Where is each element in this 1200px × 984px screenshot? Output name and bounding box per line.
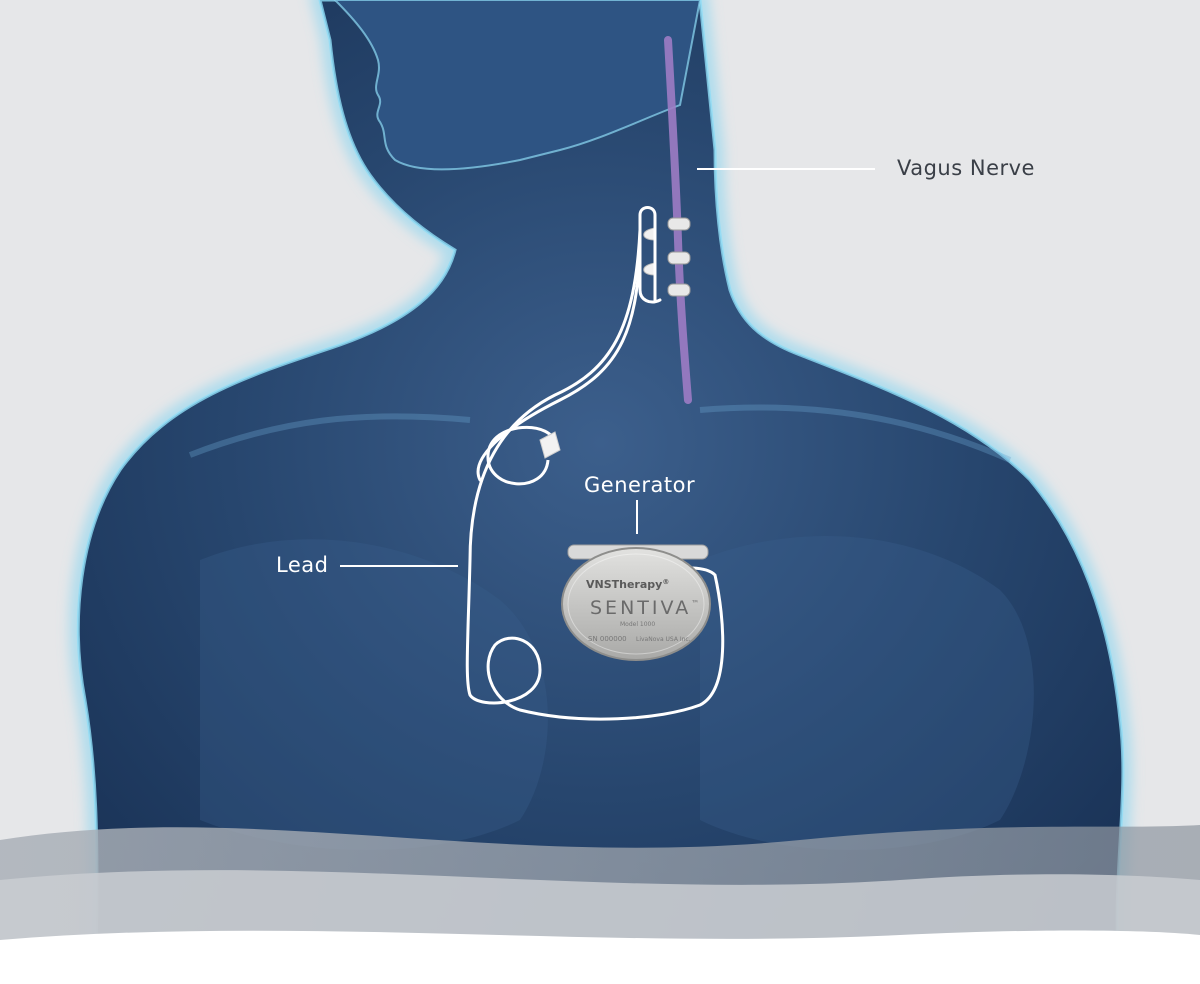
generator-label: Generator — [584, 473, 695, 497]
vagus-nerve-label: Vagus Nerve — [897, 156, 1035, 180]
generator-serial: SN 000000 — [588, 635, 627, 643]
generator-model-number: Model 1000 — [620, 621, 655, 628]
wave-layer — [0, 930, 1200, 984]
generator-maker: LivaNova USA Inc. — [636, 636, 691, 643]
lead-leader-line — [340, 565, 458, 567]
vagus-nerve-leader-line — [697, 168, 875, 170]
generator-model-name: SENTIVA™ — [590, 597, 702, 619]
chest-shading — [700, 536, 1034, 850]
generator-leader-line — [636, 500, 638, 534]
generator-brand: VNSTherapy® — [586, 578, 669, 591]
lead-label: Lead — [276, 553, 328, 577]
